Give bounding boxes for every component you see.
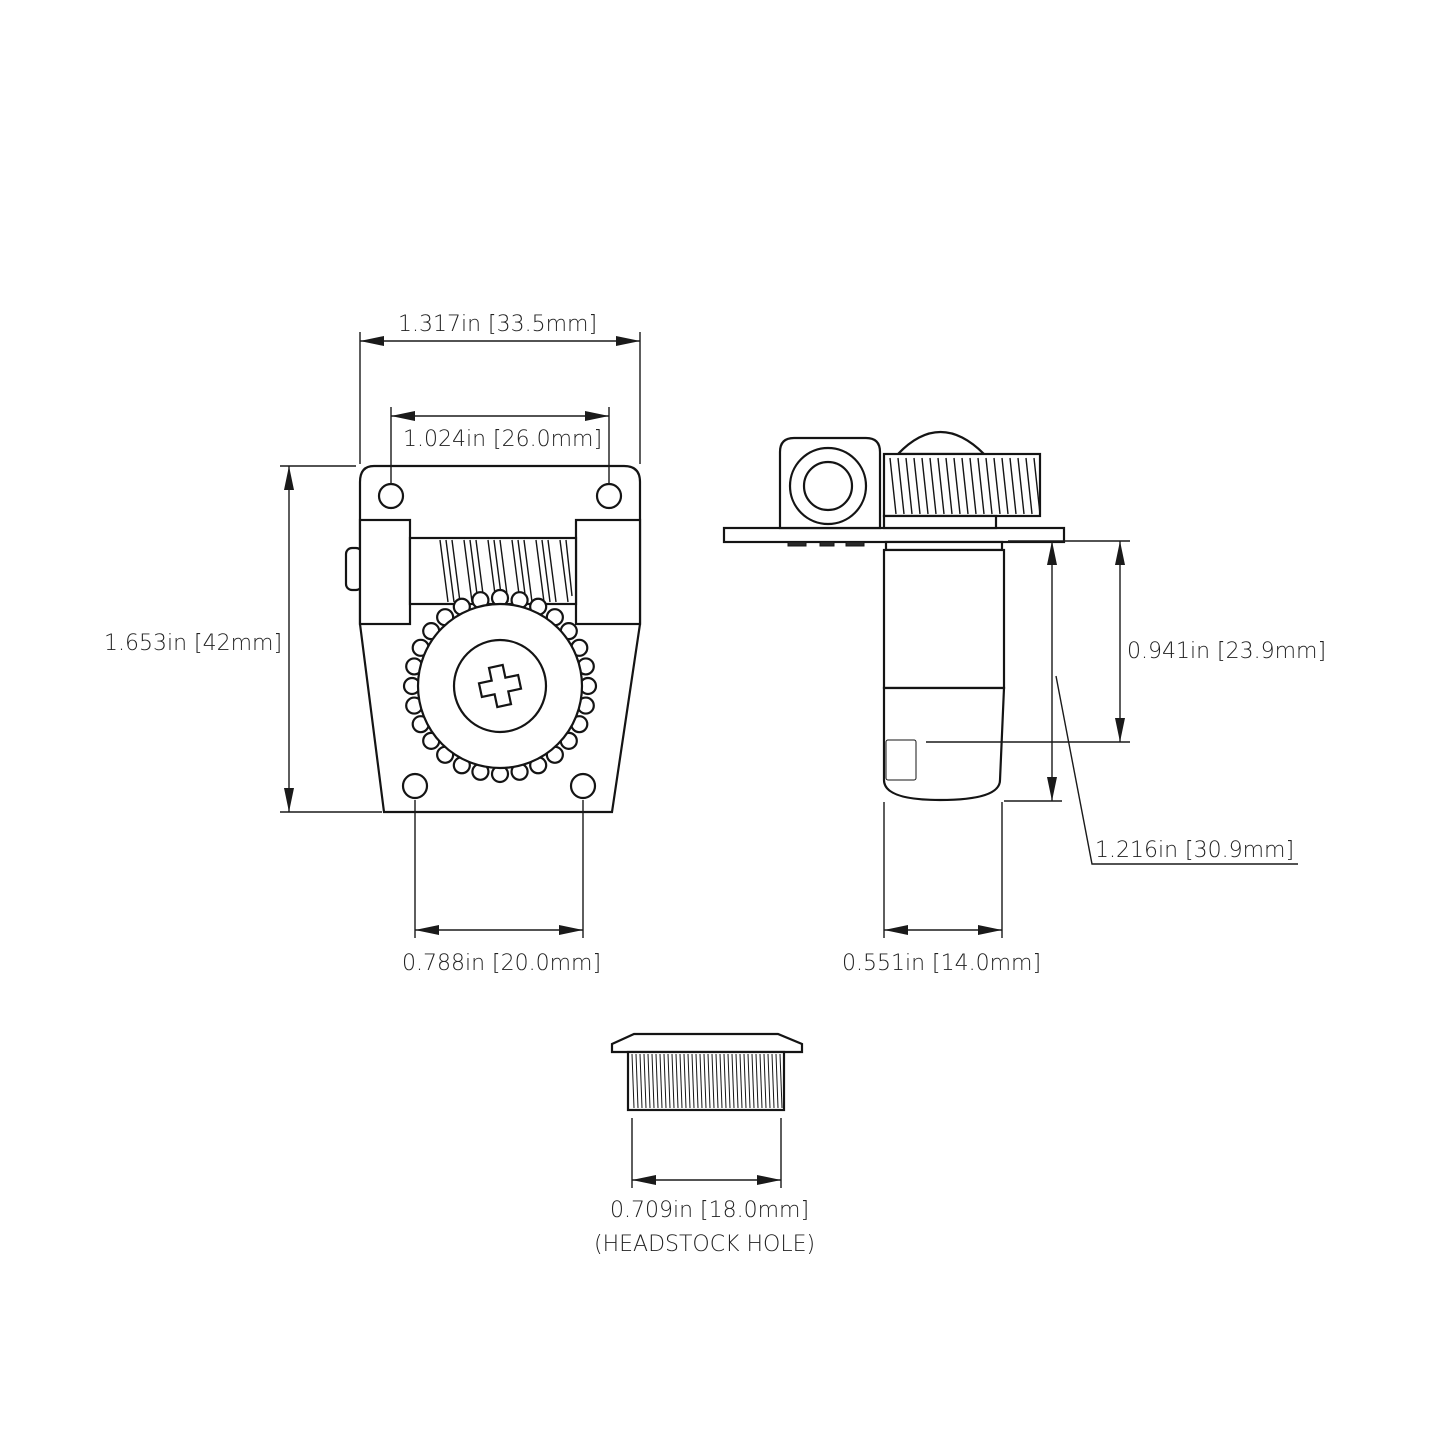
knurl-line <box>731 1053 735 1109</box>
side-gear-tooth-line <box>1009 457 1017 515</box>
side-plate <box>722 526 1066 544</box>
front-right-housing <box>574 518 642 626</box>
knurl-line <box>751 1053 755 1109</box>
knurl-line <box>767 1053 771 1109</box>
knurl-line <box>755 1053 759 1109</box>
mount-hole-bottom-left <box>401 772 429 800</box>
dim-hole-spacing-top: 1.024in [26.0mm] <box>403 427 602 452</box>
knurl-line <box>699 1053 703 1109</box>
knurl-line <box>759 1053 763 1109</box>
dim-total-height: 1.216in [30.9mm] <box>1095 838 1294 863</box>
dim-hole-diameter: 0.709in [18.0mm] <box>610 1198 809 1223</box>
knurl-line <box>715 1053 719 1109</box>
front-left-housing <box>358 518 412 626</box>
side-post <box>882 548 1006 690</box>
knurl-line <box>635 1053 639 1109</box>
knurl-line <box>651 1053 655 1109</box>
dim-hole-spacing-bottom: 0.788in [20.0mm] <box>402 951 601 976</box>
side-tab <box>845 541 865 547</box>
dim-post-height: 0.941in [23.9mm] <box>1127 639 1326 664</box>
side-gear-tooth-line <box>969 457 977 515</box>
side-view <box>722 431 1066 802</box>
phillips-screw-icon <box>477 663 523 709</box>
knurl-line <box>771 1053 775 1109</box>
knurl-line <box>687 1053 691 1109</box>
knurl-line <box>639 1053 643 1109</box>
side-gear-tooth-line <box>1033 457 1041 515</box>
front-dimensions: 1.317in [33.5mm] 1.024in [26.0mm] 1.653i… <box>104 312 641 976</box>
side-gear-tooth-line <box>993 457 1001 515</box>
side-gear-tooth-line <box>1025 457 1033 515</box>
side-tab <box>787 541 807 547</box>
bushing-dimensions: 0.709in [18.0mm] (HEADSTOCK HOLE) <box>594 1118 815 1257</box>
knurl-line <box>723 1053 727 1109</box>
bushing-flange <box>610 1032 804 1054</box>
bushing-knurl <box>631 1053 783 1109</box>
side-tab <box>819 541 835 547</box>
knurl-line <box>763 1053 767 1109</box>
knurl-line <box>679 1053 683 1109</box>
knurl-line <box>667 1053 671 1109</box>
mount-hole-top-right <box>595 482 623 510</box>
side-gear-tooth-line <box>889 457 897 515</box>
worm-threads <box>439 539 573 603</box>
side-gear-tooth-line <box>921 457 929 515</box>
knurl-line <box>647 1053 651 1109</box>
side-post-slot <box>885 739 917 781</box>
dim-hole-caption: (HEADSTOCK HOLE) <box>594 1232 815 1257</box>
knurl-line <box>779 1053 783 1109</box>
knurl-line <box>739 1053 743 1109</box>
side-gear-teeth <box>889 457 1041 515</box>
side-gear-tooth-line <box>913 457 921 515</box>
knurl-line <box>735 1053 739 1109</box>
side-gear-tooth-line <box>897 457 905 515</box>
knurl-line <box>719 1053 723 1109</box>
knurl-line <box>659 1053 663 1109</box>
knurl-line <box>691 1053 695 1109</box>
side-gear-tooth-line <box>945 457 953 515</box>
mount-hole-bottom-right <box>569 772 597 800</box>
side-gear-tooth-line <box>985 457 993 515</box>
knurl-line <box>743 1053 747 1109</box>
knurl-line <box>695 1053 699 1109</box>
side-gear-tooth-line <box>905 457 913 515</box>
side-post-washer <box>884 540 1004 552</box>
knurl-line <box>655 1053 659 1109</box>
knurl-line <box>675 1053 679 1109</box>
mount-hole-top-left <box>377 482 405 510</box>
knurl-line <box>643 1053 647 1109</box>
knurl-line <box>727 1053 731 1109</box>
knurl-line <box>671 1053 675 1109</box>
side-gear-tooth-line <box>1017 457 1025 515</box>
knurl-line <box>775 1053 779 1109</box>
dim-width-overall: 1.317in [33.5mm] <box>398 312 597 337</box>
side-gear-dome <box>895 431 987 456</box>
knurl-line <box>703 1053 707 1109</box>
side-gear-tooth-line <box>961 457 969 515</box>
side-gear-tooth-line <box>977 457 985 515</box>
knurl-line <box>631 1053 635 1109</box>
side-gear-tooth-line <box>937 457 945 515</box>
knurl-line <box>711 1053 715 1109</box>
side-gear-tooth-line <box>929 457 937 515</box>
side-button-core <box>802 460 854 512</box>
bushing-view <box>610 1032 804 1112</box>
side-gear-collar <box>882 514 998 530</box>
dim-post-diameter: 0.551in [14.0mm] <box>842 951 1041 976</box>
knurl-line <box>707 1053 711 1109</box>
knurl-line <box>663 1053 667 1109</box>
knurl-line <box>747 1053 751 1109</box>
side-gear-tooth-line <box>953 457 961 515</box>
knurl-line <box>683 1053 687 1109</box>
dim-height-overall: 1.653in [42mm] <box>104 631 282 656</box>
side-dimensions: 0.941in [23.9mm] 1.216in [30.9mm] 0.551i… <box>842 540 1326 976</box>
side-gear-tooth-line <box>1001 457 1009 515</box>
front-view <box>344 464 642 814</box>
